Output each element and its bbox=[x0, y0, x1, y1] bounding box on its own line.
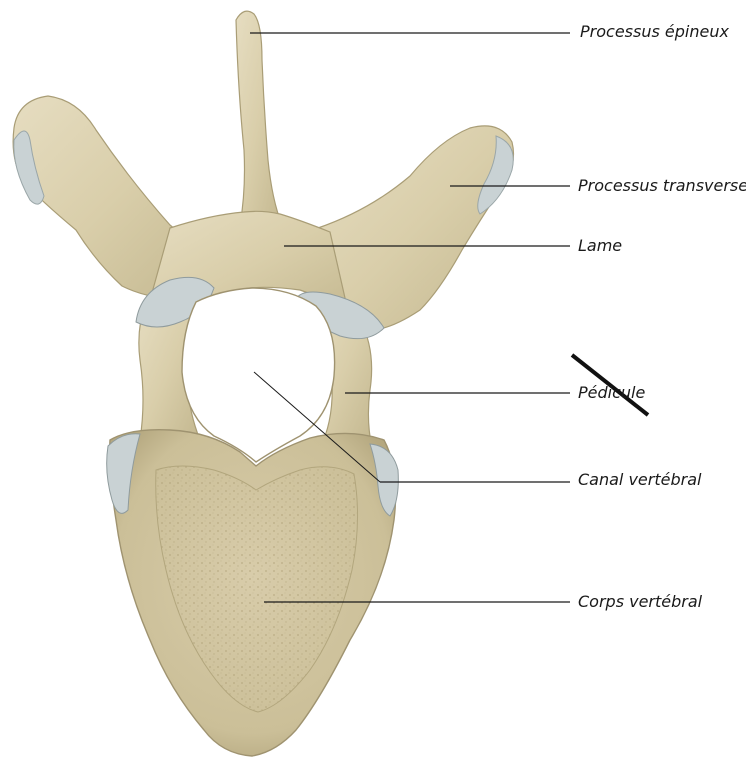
label-lamina: Lame bbox=[578, 236, 622, 256]
label-pedicle: Pédicule bbox=[578, 383, 645, 403]
label-transverse-process: Processus transverse bbox=[578, 176, 746, 196]
label-vertebral-body: Corps vertébral bbox=[578, 592, 702, 612]
spinous-process bbox=[236, 11, 282, 225]
label-spinous-process: Processus épineux bbox=[580, 22, 729, 42]
label-vertebral-canal: Canal vertébral bbox=[578, 470, 701, 490]
